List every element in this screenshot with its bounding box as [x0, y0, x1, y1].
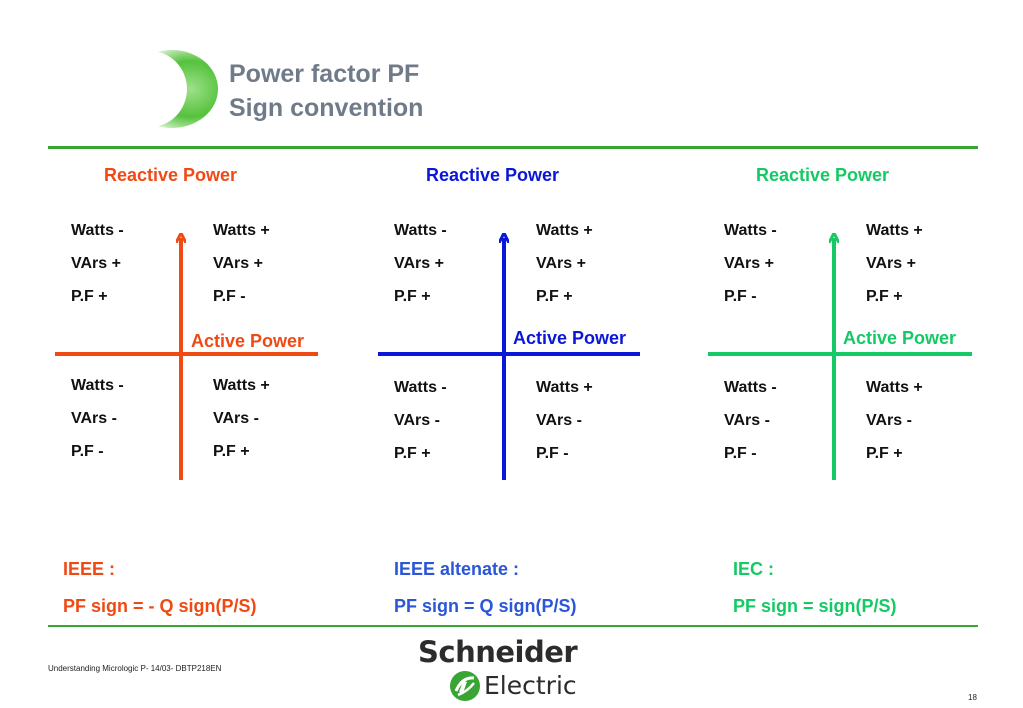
- page-number: 18: [968, 693, 977, 702]
- logo-swirl-icon: [450, 671, 480, 701]
- iec-quadrant-upper-left: Watts -VArs +P.F -: [724, 222, 777, 305]
- ieee-alt-formula: PF sign = Q sign(P/S): [394, 596, 577, 616]
- bottom-divider: [48, 625, 978, 627]
- ieee-formula: PF sign = - Q sign(P/S): [63, 596, 257, 616]
- iec-quadrant-upper-right: Watts +VArs +P.F +: [866, 222, 923, 305]
- footer-text: Understanding Micrologic P- 14/03- DBTP2…: [48, 664, 222, 673]
- iec-formula: PF sign = sign(P/S): [733, 596, 897, 616]
- schneider-electric-logo: Schneider Electric: [418, 636, 588, 704]
- ieee-active-power-label: Active Power: [191, 331, 305, 351]
- iec-reactive-power-label: Reactive Power: [756, 165, 890, 185]
- iec-quadrant-lower-right: Watts +VArs -P.F +: [866, 379, 923, 462]
- page-title-line1: Power factor PF: [229, 60, 420, 88]
- ieee-reactive-power-label: Reactive Power: [104, 165, 238, 185]
- iec-active-power-label: Active Power: [843, 328, 957, 348]
- logo-wordmark-electric: Electric: [484, 671, 577, 700]
- ieee-alt-quadrant-lower-left: Watts -VArs -P.F +: [394, 379, 447, 462]
- ieee-alt-reactive-power-label: Reactive Power: [426, 165, 560, 185]
- ieee-quadrant-upper-right: Watts +VArs +P.F -: [213, 222, 270, 305]
- ieee-quadrant-lower-left: Watts -VArs -P.F -: [71, 377, 124, 460]
- logo-wordmark-schneider: Schneider: [418, 635, 578, 669]
- ieee-alt-active-power-label: Active Power: [513, 328, 627, 348]
- iec-quadrant-lower-left: Watts -VArs -P.F -: [724, 379, 777, 462]
- ieee-alt-quadrant-lower-right: Watts +VArs -P.F -: [536, 379, 593, 462]
- ieee-alt-quadrant-upper-left: Watts -VArs +P.F +: [394, 222, 447, 305]
- ieee-quadrant-upper-left: Watts -VArs +P.F +: [71, 222, 124, 305]
- ieee-quadrant-lower-right: Watts +VArs -P.F +: [213, 377, 270, 460]
- ieee-standard-label: IEEE :: [63, 559, 116, 579]
- page-title-line2: Sign convention: [229, 94, 424, 122]
- decorative-lens-graphic: [113, 50, 218, 128]
- ieee-alt-quadrant-upper-right: Watts +VArs +P.F +: [536, 222, 593, 305]
- iec-standard-label: IEC :: [733, 559, 775, 579]
- ieee-alt-standard-label: IEEE altenate :: [394, 559, 520, 579]
- top-divider: [48, 146, 978, 149]
